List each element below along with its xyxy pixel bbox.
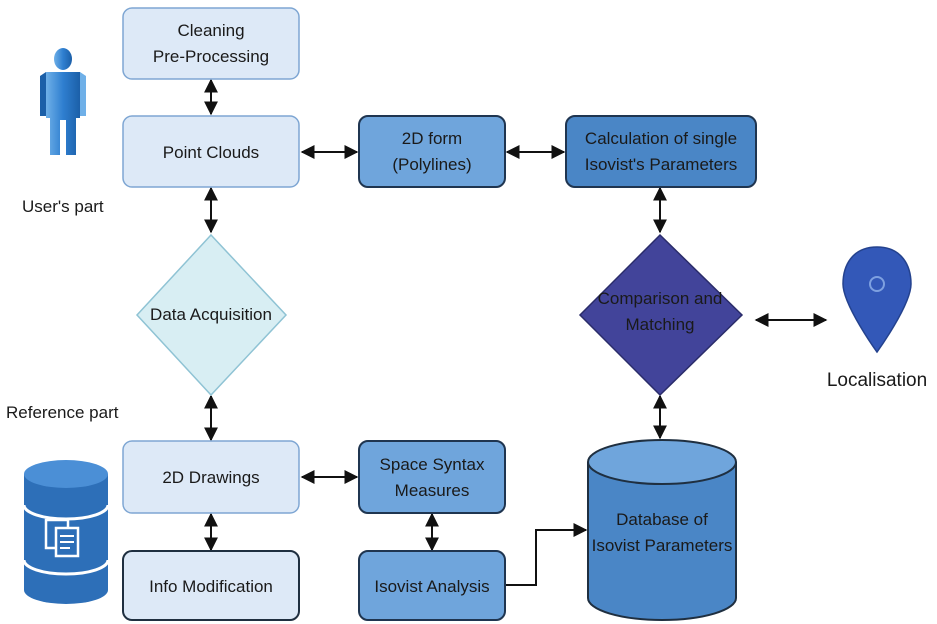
location-pin-icon [842,246,912,354]
localisation-label: Localisation [827,370,927,391]
space-syntax-line1: Space Syntax [380,455,485,474]
comparison-line2: Matching [626,315,695,334]
node-isovist-analysis[interactable]: Isovist Analysis [358,550,506,621]
form-2d-line1: 2D form [402,129,462,148]
node-2d-drawings[interactable]: 2D Drawings [122,440,300,514]
database-document-icon [22,460,110,604]
drawings-2d-label: 2D Drawings [162,468,259,487]
space-syntax-line2: Measures [395,481,470,500]
node-comparison-matching[interactable]: Comparison and Matching [578,233,744,397]
person-icon [40,48,86,155]
comparison-line1: Comparison and [598,289,723,308]
node-cleaning-preprocessing[interactable]: Cleaning Pre-Processing [122,7,300,80]
calc-isovist-line2: Isovist's Parameters [585,155,738,174]
cleaning-line2: Pre-Processing [153,47,269,66]
info-modification-label: Info Modification [149,577,273,596]
arrow-isovist-database [506,523,588,586]
isovist-analysis-label: Isovist Analysis [374,577,489,596]
calc-isovist-line1: Calculation of single [585,129,737,148]
database-line1: Database of [616,510,708,529]
form-2d-line2: (Polylines) [392,155,471,174]
node-point-clouds[interactable]: Point Clouds [122,115,300,188]
point-clouds-label: Point Clouds [163,143,259,162]
node-database-isovist[interactable]: Database of Isovist Parameters [587,439,737,621]
node-info-modification[interactable]: Info Modification [122,550,300,621]
connectors [204,78,828,586]
node-2d-form[interactable]: 2D form (Polylines) [358,115,506,188]
users-part-label: User's part [22,197,104,216]
cleaning-line1: Cleaning [177,21,244,40]
database-line2: Isovist Parameters [592,536,733,555]
reference-part-label: Reference part [6,403,119,422]
node-space-syntax[interactable]: Space Syntax Measures [358,440,506,514]
data-acquisition-label: Data Acquisition [150,305,272,324]
node-calculation-isovist[interactable]: Calculation of single Isovist's Paramete… [565,115,757,188]
node-data-acquisition[interactable]: Data Acquisition [135,233,288,397]
